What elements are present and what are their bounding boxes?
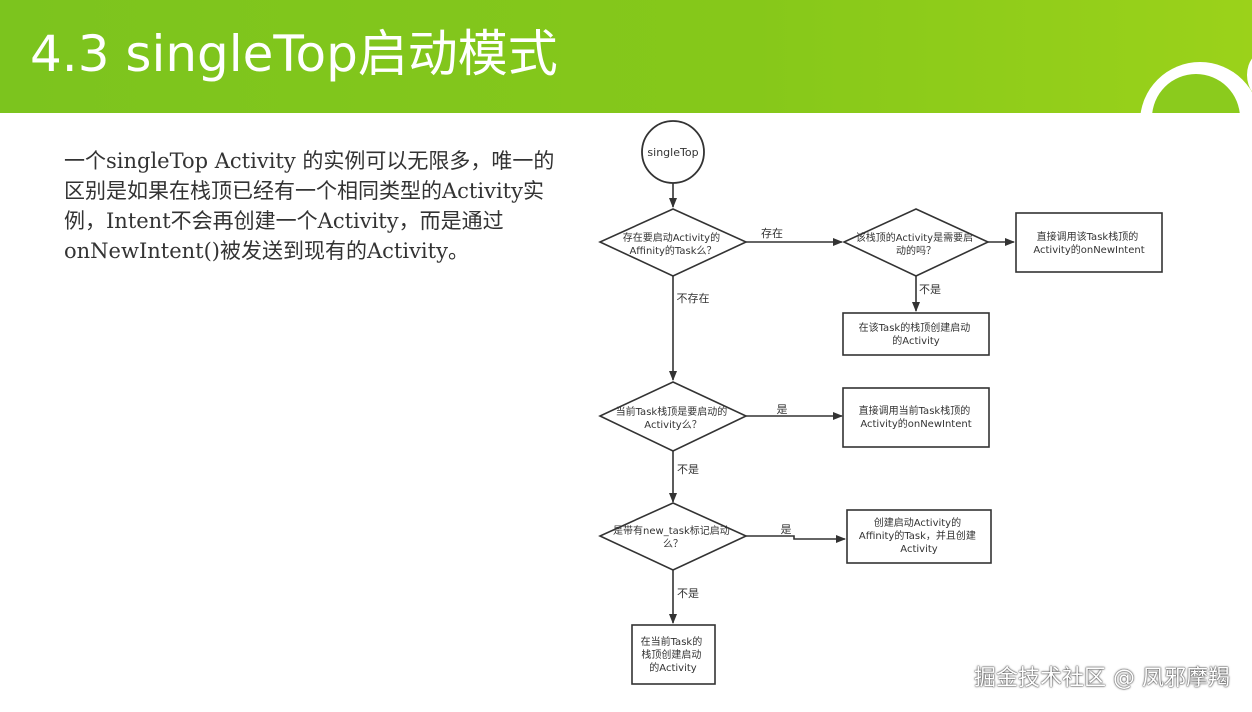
label-d3-no: 不是 [677,463,699,476]
box-create-affinity-task: 创建启动Activity的 Affinity的Task，并且创建 Activit… [846,509,992,564]
decision-task-exists-line1: 存在要启动Activity的 [623,231,720,244]
label-d1-no: 不存在 [677,291,710,305]
box-call-current-top-line1: 直接调用当前Task栈顶的 [859,404,971,417]
decision-top-is-target-line2: 动的吗？ [896,244,936,257]
label-d3-yes: 是 [777,403,788,416]
svg-text:在该Task的栈顶创建启动 的Activity: 在该Task的栈顶创建启动 的Activity [859,321,974,347]
title-bar: 4.3 singleTop启动模式 [0,0,1252,113]
slide-body-text: 一个singleTop Activity 的实例可以无限多，唯一的区别是如果在栈… [64,149,555,263]
label-d2-no: 不是 [919,283,941,296]
box-create-affinity-task-line3: Activity [900,544,937,555]
box-create-on-task-top: 在该Task的栈顶创建启动 的Activity [842,312,990,356]
box-call-task-top: 直接调用该Task栈顶的 Activity的onNewIntent [1015,212,1163,273]
start-node-label: singleTop [647,146,698,159]
label-d1-yes: 存在 [761,226,783,240]
decision-current-top-line2: Activity么？ [644,419,701,431]
start-node: singleTop [641,120,705,184]
decision-top-is-target: 该栈顶的Activity是需要启 动的吗？ [842,208,990,277]
watermark: 掘金技术社区 @ 凤邪摩羯 [974,666,1230,691]
box-create-on-current-top: 在当前Task的 栈顶创建启动 的Activity [631,624,716,685]
slide-title: 4.3 singleTop启动模式 [30,25,558,83]
box-call-current-top-line2: Activity的onNewIntent [860,417,971,430]
decision-new-task-flag-line1: 是带有new_task标记启动 [613,524,730,537]
box-create-affinity-task-line2: Affinity的Task，并且创建 [859,529,976,542]
box-call-task-top-line2: Activity的onNewIntent [1033,243,1144,256]
box-call-task-top-line1: 直接调用该Task栈顶的 [1037,230,1139,243]
svg-text:该栈顶的Activity是需要启 动的吗？: 该栈顶的Activity是需要启 动的吗？ [856,231,977,257]
label-d4-yes: 是 [781,523,792,536]
svg-text:是带有new_task标记启动 么？: 是带有new_task标记启动 么？ [613,524,733,550]
decision-current-top-is-target: 当前Task栈顶是要启动的 Activity么？ [598,381,748,452]
svg-text:当前Task栈顶是要启动的 Activity么？: 当前Task栈顶是要启动的 Activity么？ [616,405,731,431]
box-create-on-task-top-line2: 的Activity [892,334,939,347]
svg-text:创建启动Activity的 Affinity的T: 创建启动Activity的 Affinity的Task，并且创建 Activit… [859,516,979,555]
label-d4-no: 不是 [677,587,699,600]
decision-new-task-flag-line2: 么？ [663,538,683,550]
edge-d4-yes [746,535,846,543]
svg-text:直接调用该Task栈顶的 Activity的on: 直接调用该Task栈顶的 Activity的onNewIntent [1033,230,1144,256]
svg-text:存在要启动Activity的 Affinity的: 存在要启动Activity的 Affinity的Task么？ [623,231,724,257]
decision-task-exists: 存在要启动Activity的 Affinity的Task么？ [598,208,748,277]
box-call-current-top: 直接调用当前Task栈顶的 Activity的onNewIntent [842,387,990,448]
decision-new-task-flag: 是带有new_task标记启动 么？ [598,502,748,571]
box-create-on-current-top-line3: 的Activity [649,661,696,674]
decision-task-exists-line2: Affinity的Task么？ [629,244,716,257]
svg-text:在当前Task的 栈顶创建启动 的A: 在当前Task的 栈顶创建启动 的Activity [641,635,706,674]
box-create-affinity-task-line1: 创建启动Activity的 [874,516,961,529]
decision-top-is-target-line1: 该栈顶的Activity是需要启 [856,231,973,244]
box-create-on-current-top-line2: 栈顶创建启动 [641,648,701,661]
box-create-on-current-top-line1: 在当前Task的 [641,635,703,648]
box-create-on-task-top-line1: 在该Task的栈顶创建启动 [859,321,971,334]
svg-text:直接调用当前Task栈顶的 Activity的o: 直接调用当前Task栈顶的 Activity的onNewIntent [859,404,974,430]
decision-current-top-line1: 当前Task栈顶是要启动的 [616,405,728,418]
